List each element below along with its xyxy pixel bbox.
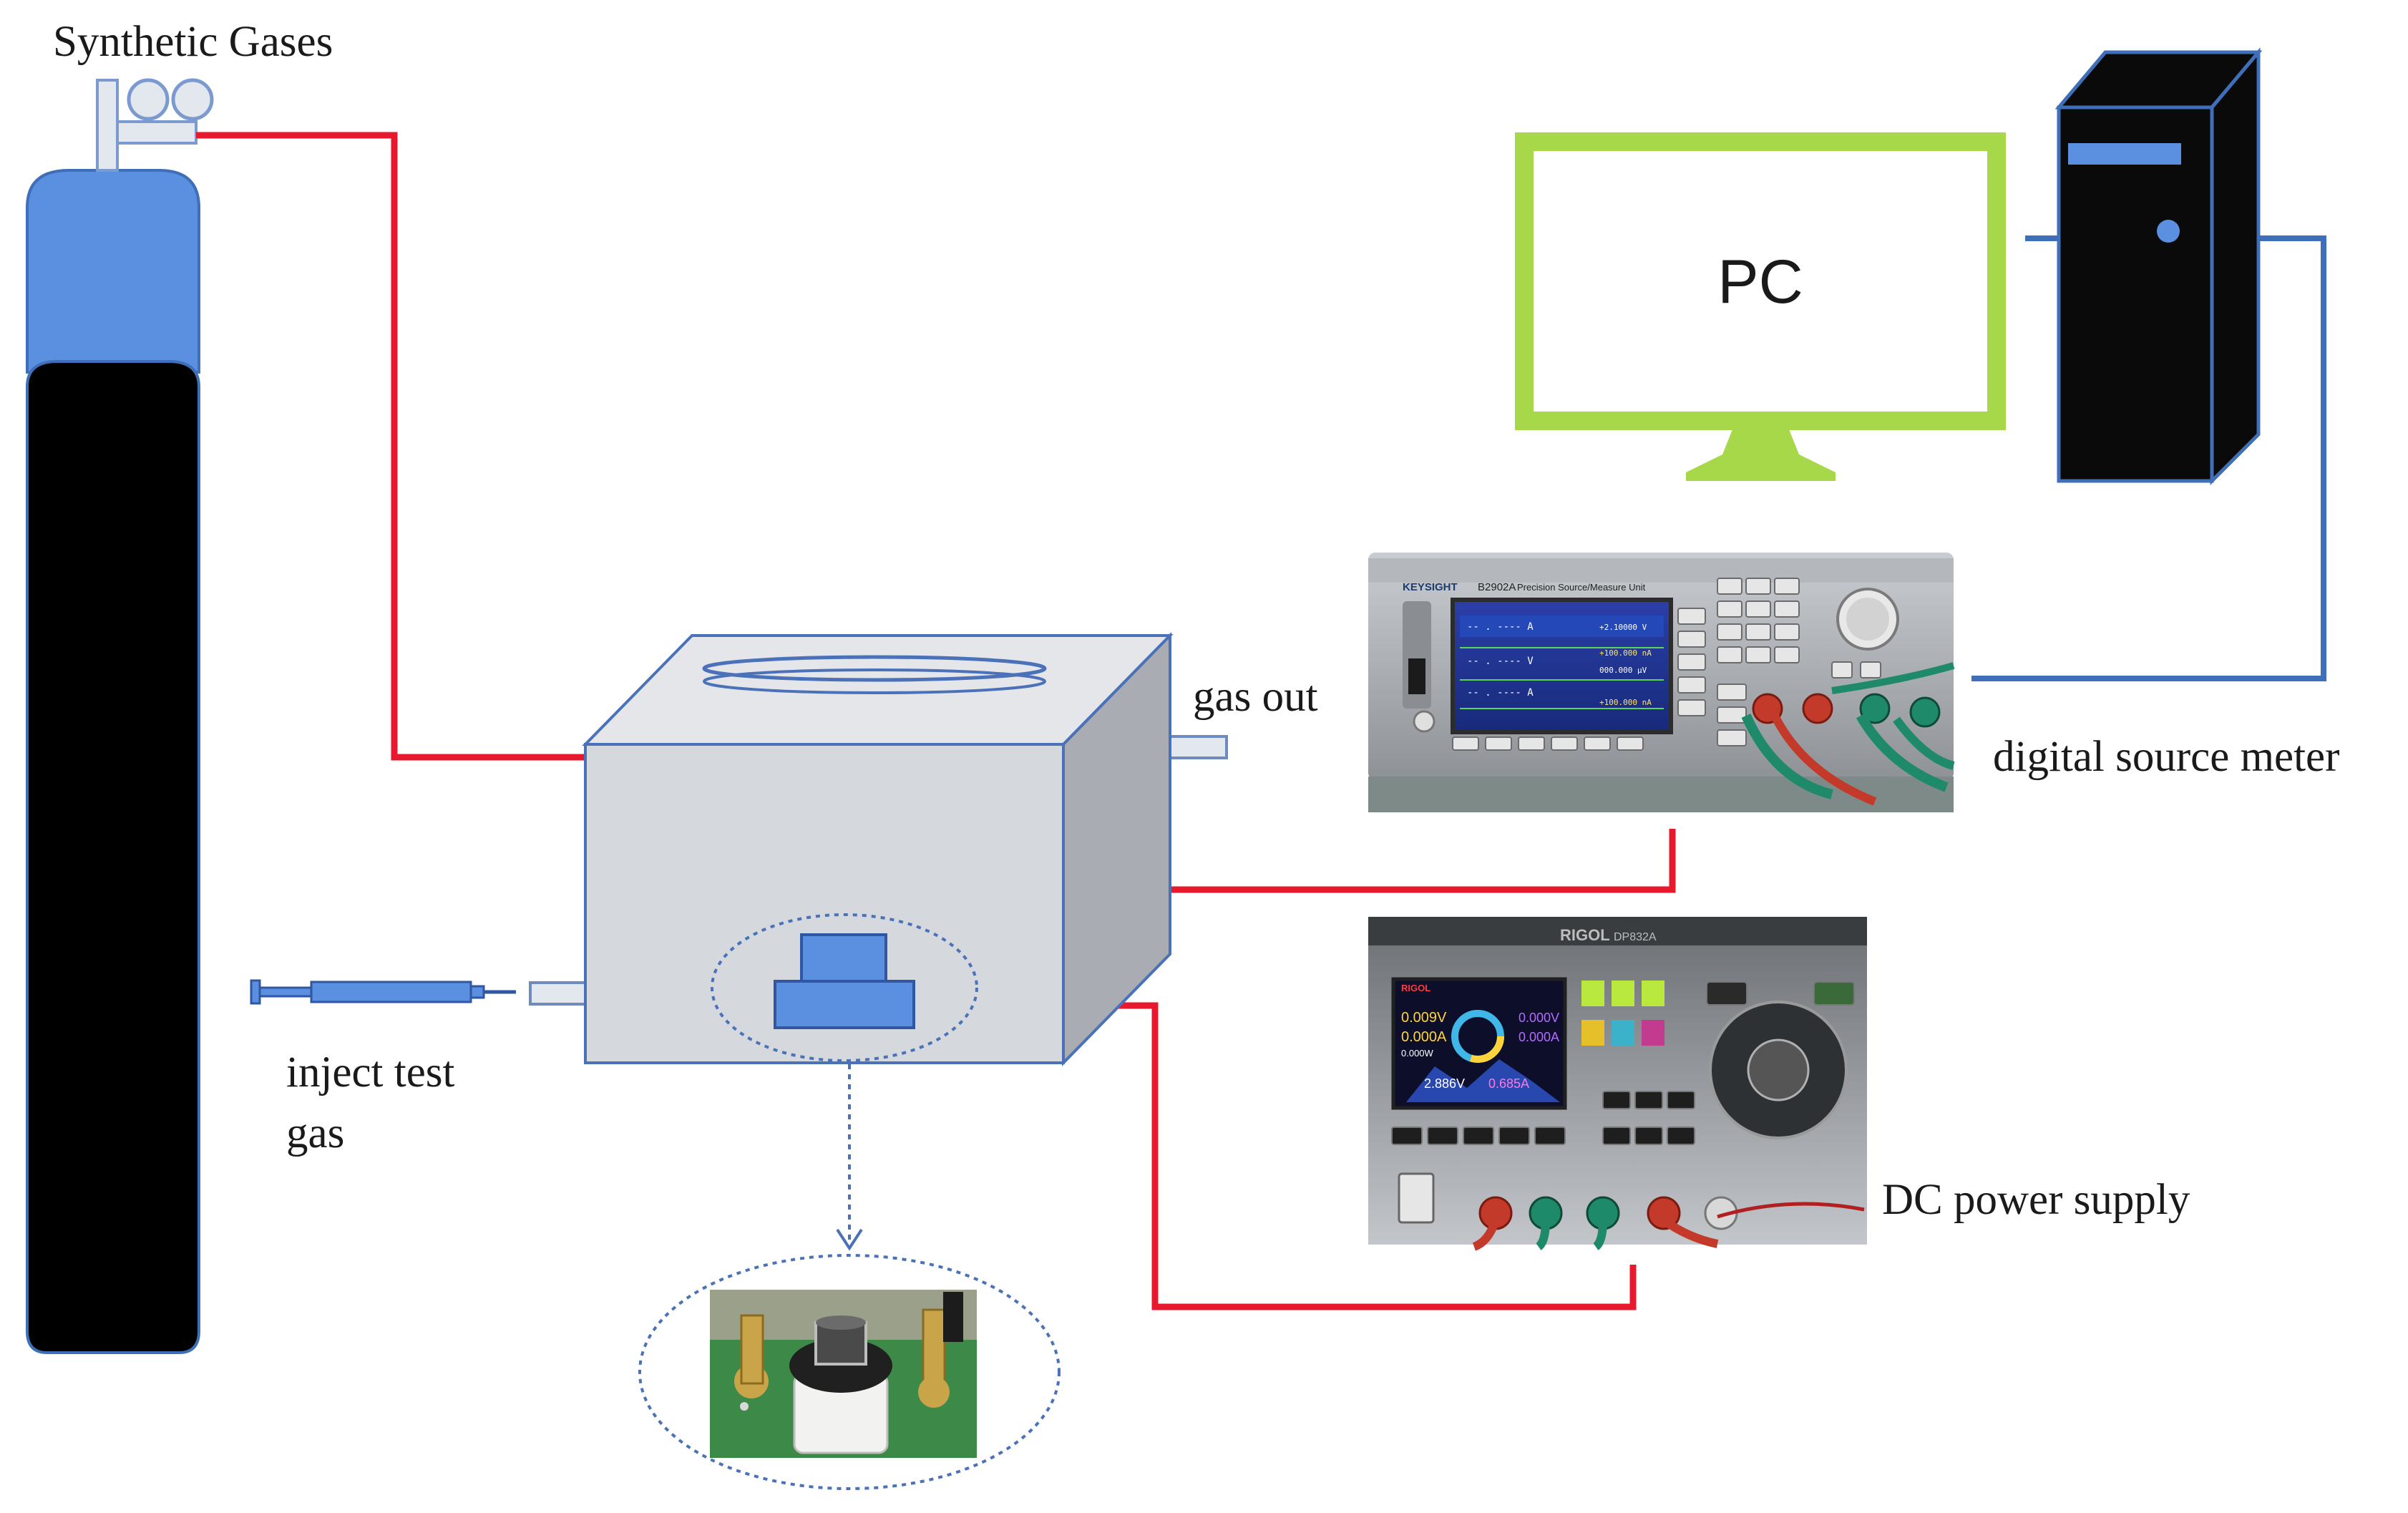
psu-reading-4: 2.886V [1424,1076,1465,1091]
gas-feed-line [196,132,593,761]
smu-reading-4: +100.000 nA [1599,698,1652,707]
gas-cylinder-icon [26,169,200,1354]
smu-model: B2902A [1478,581,1516,593]
digital-source-meter-label: digital source meter [1993,733,2340,781]
syringe-icon [250,979,516,1005]
regulator-icon [96,78,214,172]
zoom-arrow [836,1064,863,1251]
gas-out-port [1165,735,1228,759]
tower-pc-icon [2054,47,2263,486]
synthetic-gases-label: Synthetic Gases [53,18,333,66]
sensor-photo [638,1254,1061,1490]
inject-test-gas-label-line1: inject test [286,1049,455,1096]
smu-reading-2: +100.000 nA [1599,648,1652,658]
psu-reading-3: 0.000W [1401,1048,1434,1059]
svg-text:-- . ---- A: -- . ---- A [1467,621,1534,633]
inject-test-gas-label-line2: gas [286,1109,345,1157]
svg-text:-- . ---- V: -- . ---- V [1467,656,1534,667]
psu-reading-2: 0.000A [1401,1029,1447,1045]
smu-reading-3: 000.000 μV [1599,666,1647,675]
smu-description: Precision Source/Measure Unit [1517,582,1646,593]
psu-reading-6: 0.000V [1519,1011,1559,1025]
dc-power-supply-label: DC power supply [1882,1176,2190,1224]
gas-inlet-port [529,981,588,1006]
gas-out-label: gas out [1193,673,1318,721]
psu-reading-1: 0.009V [1401,1010,1447,1026]
smu-reading-1: +2.10000 V [1599,623,1647,632]
test-chamber-icon [529,632,1228,1066]
psu-model: DP832A [1614,931,1657,943]
psu-reading-7: 0.000A [1519,1030,1559,1044]
sensor-icon [774,933,915,1029]
dc-power-supply-photo: RIGOL DP832A RIGOL 0.009V 0.000A 0.000W … [1365,913,1871,1251]
svg-text:RIGOL: RIGOL [1401,983,1430,993]
smu-brand: KEYSIGHT [1403,581,1458,593]
psu-reading-5: 0.685A [1488,1076,1529,1091]
pc-label: PC [1717,248,1803,316]
monitor-icon: PC [1515,132,2006,481]
psu-brand: RIGOL [1560,926,1610,944]
svg-text:-- . ---- A: -- . ---- A [1467,687,1534,699]
source-meter-photo: KEYSIGHT B2902A Precision Source/Measure… [1365,549,1957,812]
